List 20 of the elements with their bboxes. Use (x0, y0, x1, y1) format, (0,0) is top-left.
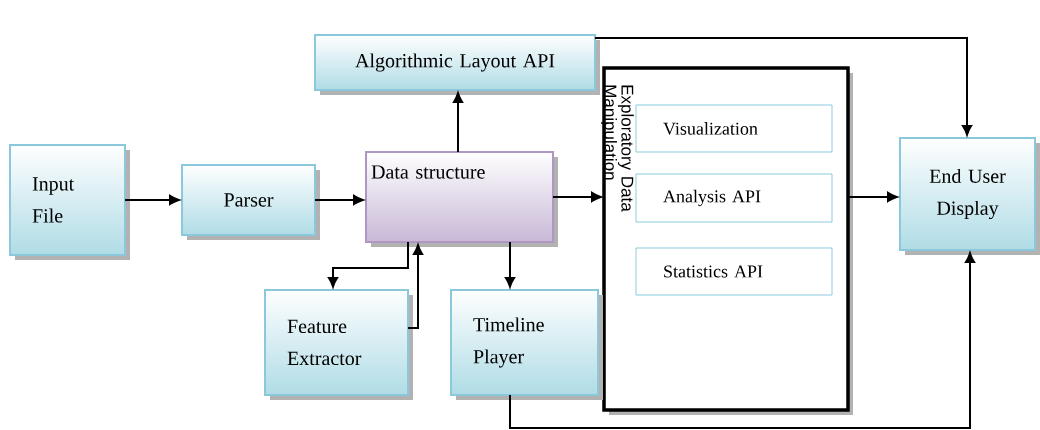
arrow (124, 194, 180, 206)
arrow (314, 194, 364, 206)
arrow (509, 252, 976, 429)
process-box: End User Display (899, 137, 1040, 255)
arrow (594, 37, 973, 136)
arrow (552, 191, 602, 203)
module-box: Visualization (635, 104, 833, 153)
process-box: Algorithmic Layout API (314, 34, 600, 95)
module-box: Analysis API (635, 173, 833, 223)
process-box: Parser (181, 164, 320, 240)
process-box: Data structure (365, 151, 558, 247)
module-box: Statistics API (635, 247, 833, 296)
process-box: Feature Extractor (264, 289, 413, 400)
process-box: Input File (9, 144, 130, 260)
arrow (452, 92, 464, 153)
arrow (327, 241, 409, 288)
process-box: Timeline Player (450, 289, 603, 400)
arrow (504, 241, 516, 288)
arrow (407, 244, 424, 329)
arrow (847, 191, 898, 203)
